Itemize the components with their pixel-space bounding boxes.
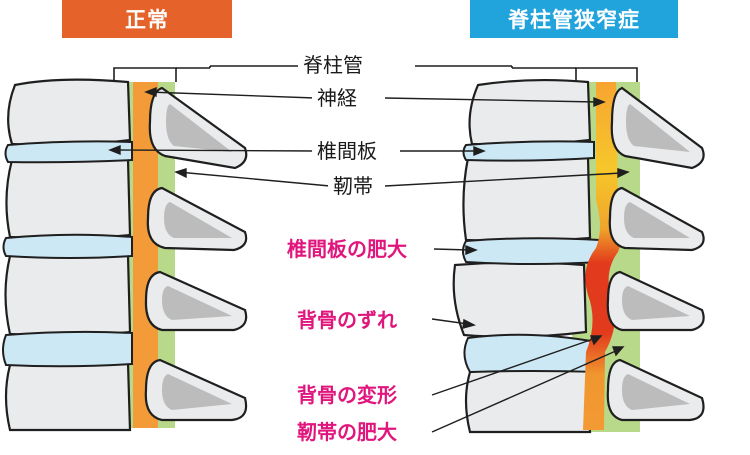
- normal-processes: [144, 86, 248, 422]
- canal-bracket-stenosis: [575, 67, 638, 82]
- label-ligament: 靭帯: [328, 174, 378, 198]
- stenosis-spine: [452, 78, 705, 434]
- stenosis-processes: [606, 86, 705, 422]
- normal-header: 正常: [62, 0, 232, 38]
- label-spine-slip: 背骨のずれ: [297, 308, 397, 332]
- stenosis-discs: [462, 140, 604, 374]
- label-nerve: 神経: [312, 86, 362, 110]
- label-spine-deformity: 背骨の変形: [297, 383, 397, 407]
- leader-lines: [113, 65, 638, 82]
- label-ligament-hypertrophy: 靭帯の肥大: [297, 420, 397, 444]
- arrow-lines: [108, 86, 630, 433]
- label-disc-hypertrophy: 椎間板の肥大: [287, 237, 407, 261]
- label-spinal-canal: 脊柱管: [298, 53, 368, 77]
- canal-bracket-normal: [113, 67, 177, 82]
- normal-discs: [2, 140, 133, 368]
- stenosis-header: 脊柱管狭窄症: [470, 0, 678, 38]
- normal-spine: [2, 78, 248, 432]
- stenosis-nerve: [583, 82, 622, 430]
- label-disc: 椎間板: [312, 139, 382, 163]
